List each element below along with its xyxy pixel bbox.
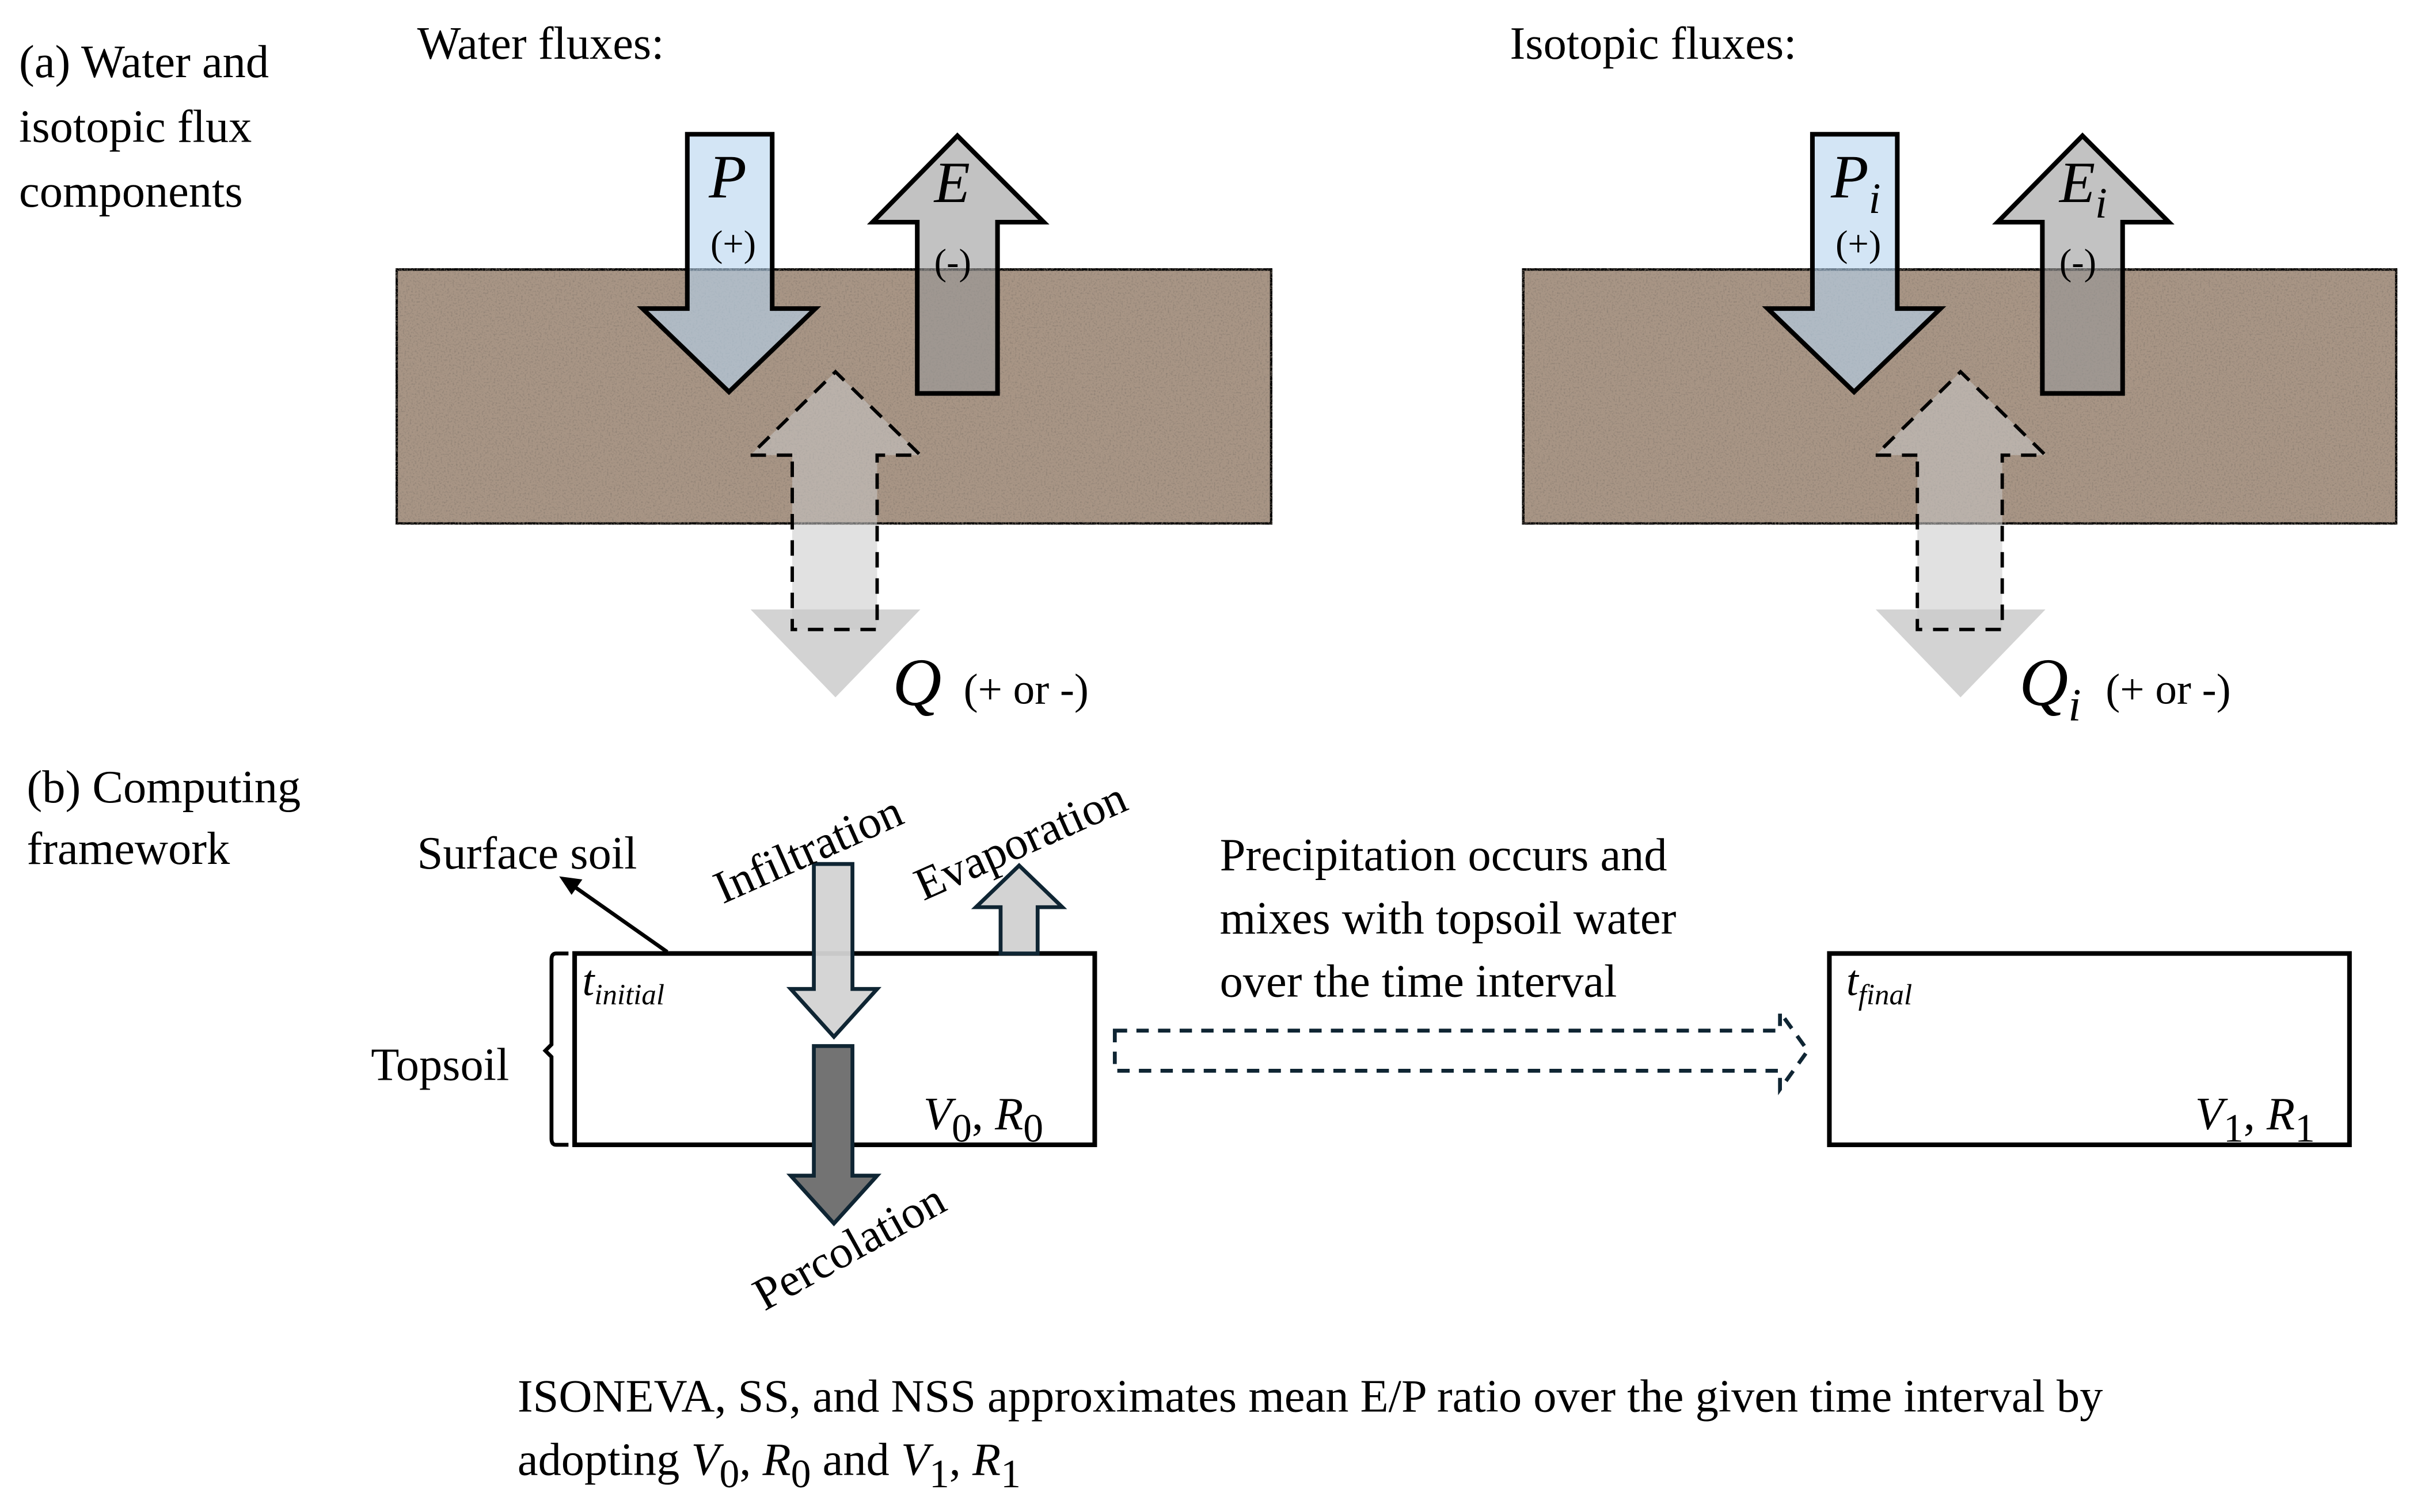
process-line-3: over the time interval bbox=[1220, 956, 1617, 1007]
e-sign: (-) bbox=[934, 242, 971, 283]
footer-line-1: ISONEVA, SS, and NSS approximates mean E… bbox=[518, 1371, 2103, 1422]
isotopic-fluxes-diagram: Isotopic fluxes: Pi (+) Ei (-) Qi (+ or … bbox=[1510, 18, 2400, 731]
panel-a: (a) Water and isotopic flux components W… bbox=[19, 18, 2400, 731]
precipitation-arrow-icon bbox=[637, 132, 822, 395]
qi-dashed-up-arrow-icon bbox=[1871, 369, 2050, 631]
panel-b-label-line-2: framework bbox=[26, 823, 230, 874]
v1-r1-label: V1, R1 bbox=[2195, 1088, 2315, 1151]
pi-symbol: Pi bbox=[1830, 143, 1880, 223]
qi-sign: (+ or -) bbox=[2105, 665, 2230, 713]
panel-a-label-line-2: isotopic flux bbox=[19, 101, 252, 153]
infiltration-arrow-icon bbox=[786, 862, 882, 1040]
qi-symbol: Qi bbox=[2019, 645, 2081, 731]
surface-soil-pointer-icon bbox=[559, 876, 668, 954]
panel-b-label-line-1: (b) Computing bbox=[26, 761, 301, 813]
q-down-arrowhead-icon bbox=[750, 609, 921, 698]
v0-r0-label: V0, R0 bbox=[923, 1088, 1043, 1151]
process-line-2: mixes with topsoil water bbox=[1220, 893, 1677, 944]
q-dashed-up-arrow-icon bbox=[746, 369, 925, 631]
isotopic-evaporation-arrow-icon bbox=[1992, 132, 2175, 396]
topsoil-bracket-icon bbox=[542, 951, 569, 1147]
final-state-box bbox=[1827, 951, 2352, 1148]
ei-symbol: Ei bbox=[2058, 150, 2107, 227]
p-sign: (+) bbox=[710, 223, 756, 264]
panel-b: (b) Computing framework Surface soil Top… bbox=[26, 761, 2352, 1496]
infiltration-label: Infiltration bbox=[706, 785, 910, 913]
evaporation-small-arrow-icon bbox=[971, 863, 1067, 955]
evaporation-arrow-icon bbox=[866, 132, 1050, 396]
footer-line-2: adopting V0, R0 and V1, R1 bbox=[518, 1434, 1021, 1496]
topsoil-label: Topsoil bbox=[371, 1039, 509, 1090]
pi-sign: (+) bbox=[1835, 223, 1881, 264]
e-symbol: E bbox=[933, 150, 970, 215]
percolation-arrow-icon bbox=[786, 1044, 882, 1227]
surface-soil-label: Surface soil bbox=[417, 828, 637, 879]
water-fluxes-title: Water fluxes: bbox=[417, 18, 664, 69]
q-sign: (+ or -) bbox=[964, 665, 1089, 713]
isotopic-fluxes-title: Isotopic fluxes: bbox=[1510, 18, 1797, 69]
water-fluxes-diagram: Water fluxes: P (+) E (-) Q (+ or -) bbox=[393, 18, 1275, 720]
panel-a-label-line-3: components bbox=[19, 166, 243, 217]
t-initial-label: tinitial bbox=[582, 957, 664, 1011]
qi-down-arrowhead-icon bbox=[1875, 609, 2046, 698]
time-interval-dashed-arrow-icon bbox=[1112, 1006, 1811, 1095]
process-line-1: Precipitation occurs and bbox=[1220, 829, 1667, 881]
t-final-label: tfinal bbox=[1846, 957, 1912, 1011]
isotopic-precipitation-arrow-icon bbox=[1762, 132, 1947, 395]
q-symbol: Q bbox=[892, 645, 941, 720]
ei-sign: (-) bbox=[2059, 242, 2096, 283]
p-symbol: P bbox=[708, 143, 747, 211]
panel-a-label-line-1: (a) Water and bbox=[19, 36, 269, 87]
